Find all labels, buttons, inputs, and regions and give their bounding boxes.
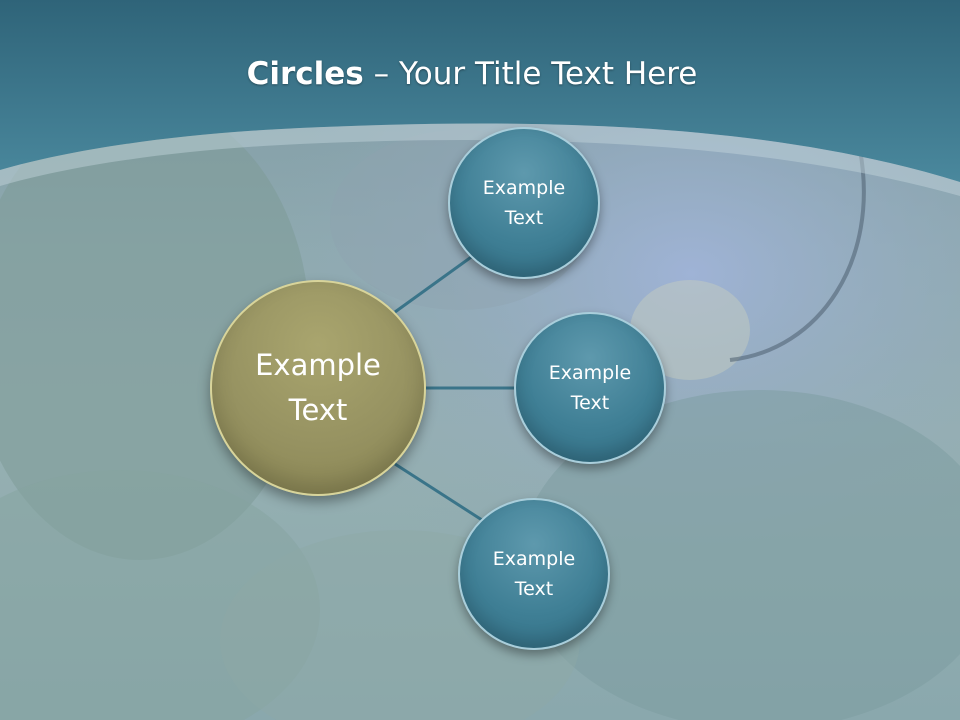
node-circle-bottom: Example Text — [458, 498, 610, 650]
center-circle: Example Text — [210, 280, 426, 496]
node-circle-label: Example Text — [482, 177, 566, 229]
node-circle-middle: Example Text — [514, 312, 666, 464]
node-circle-top: Example Text — [448, 127, 600, 279]
center-circle-label: Example Text — [255, 348, 381, 427]
node-circle-label: Example Text — [492, 548, 576, 600]
connector-bottom — [394, 462, 483, 522]
title-rest: – Your Title Text Here — [363, 56, 698, 92]
slide-title: Circles – Your Title Text Here — [0, 52, 944, 96]
node-circle-label: Example Text — [548, 362, 632, 414]
title-bold: Circles — [246, 56, 364, 92]
connector-top — [394, 253, 475, 314]
